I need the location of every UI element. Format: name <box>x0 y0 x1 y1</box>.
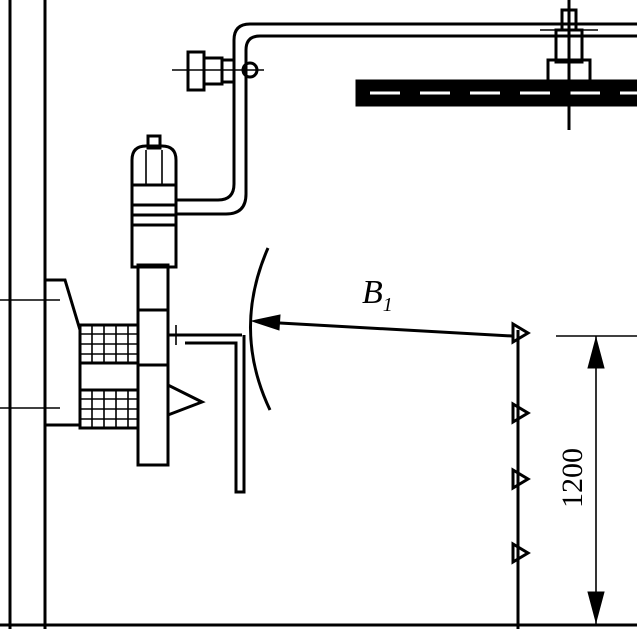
pointer-triangle <box>166 382 206 418</box>
l-bracket-arm <box>168 325 246 494</box>
clearance-dimension <box>250 314 513 338</box>
clearance-label: B1 <box>362 274 393 316</box>
height-dimension-value: 1200 <box>556 448 589 508</box>
hoist-unit <box>540 0 598 130</box>
wall-bracket <box>0 278 140 430</box>
overhead-pipe <box>176 22 637 216</box>
marker-pole <box>511 321 531 629</box>
motor-column <box>130 134 178 467</box>
lower-hatched-block <box>78 388 140 430</box>
overhead-beam <box>355 79 637 107</box>
pipe-valve <box>172 50 264 92</box>
clearance-subscript: 1 <box>383 294 393 316</box>
clearance-letter: B <box>362 274 383 311</box>
height-dimension <box>556 335 637 625</box>
upper-hatched-block <box>78 323 140 365</box>
swing-arc <box>249 247 272 411</box>
